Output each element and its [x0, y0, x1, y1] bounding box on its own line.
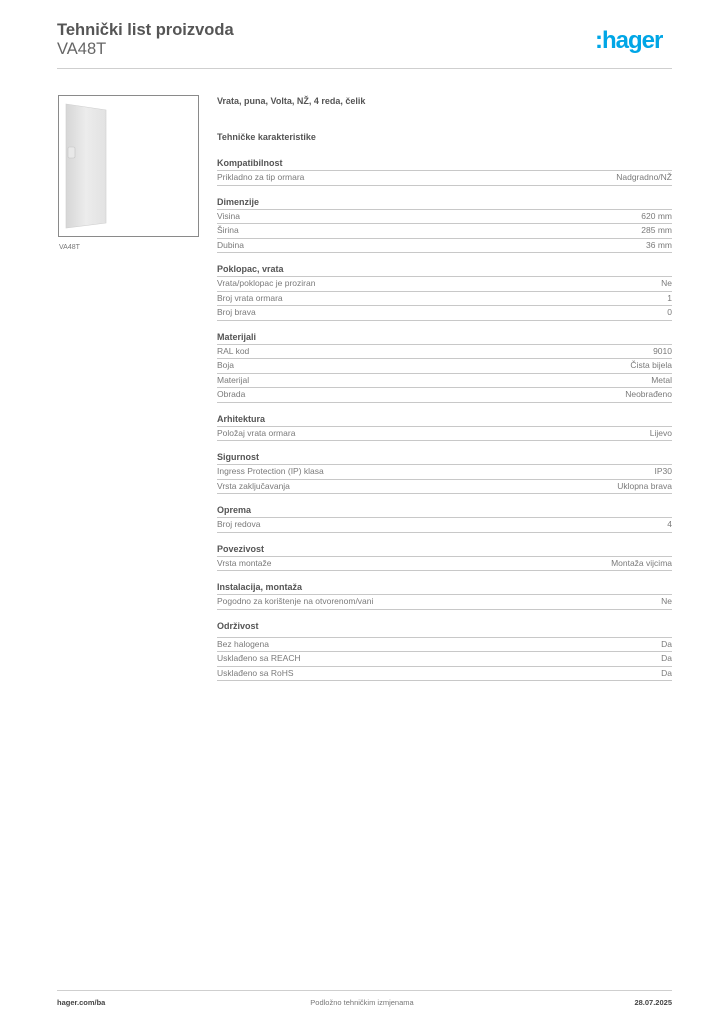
door-panel-image [65, 103, 107, 229]
spec-label: Broj redova [217, 519, 261, 529]
spec-label: Obrada [217, 389, 246, 399]
spec-value: 4 [667, 519, 672, 529]
spec-value: Da [661, 638, 672, 649]
spec-row: Broj redova 4 [217, 518, 672, 533]
spec-row: Bez halogena Da [217, 638, 672, 652]
section-heading: Tehničke karakteristike [217, 132, 316, 142]
group-dimenzije: Dimenzije Visina 620 mm Širina 285 mm Dubi… [217, 196, 672, 253]
spec-row: Položaj vrata ormara Lijevo [217, 427, 672, 441]
spec-row: Vrsta zaključavanja Uklopna brava [217, 480, 672, 494]
spec-label: Vrata/poklopac je proziran [217, 278, 316, 288]
spec-value: 285 mm [641, 225, 672, 235]
spec-value: Uklopna brava [617, 480, 672, 491]
group-title: Poklopac, vrata [217, 263, 672, 277]
image-caption: VA48T [59, 244, 80, 251]
spec-label: Širina [217, 225, 239, 235]
group-title: Materijali [217, 331, 672, 345]
footer-notice: Podložno tehničkim izmjenama [310, 998, 414, 1007]
spec-value: Čista bijela [630, 360, 672, 370]
spec-value: Da [661, 667, 672, 678]
spec-value: 9010 [653, 345, 672, 356]
group-poklopac-vrata: Poklopac, vrata Vrata/poklopac je prozir… [217, 263, 672, 321]
spec-row: Dubina 36 mm [217, 239, 672, 253]
spec-row: Ingress Protection (IP) klasa IP30 [217, 465, 672, 480]
spec-label: Usklađeno sa REACH [217, 653, 301, 663]
spec-value: Ne [661, 278, 672, 288]
spec-label: Broj brava [217, 307, 256, 317]
spec-label: RAL kod [217, 345, 250, 356]
group-title: Instalacija, montaža [217, 581, 672, 595]
group-instalacija-montaza: Instalacija, montaža Pogodno za korišten… [217, 581, 672, 610]
group-title: Kompatibilnost [217, 157, 672, 171]
spec-row: Širina 285 mm [217, 224, 672, 239]
footer-website-link[interactable]: hager.com/ba [57, 998, 106, 1007]
spec-value: 620 mm [641, 210, 672, 221]
spec-label: Vrsta montaže [217, 557, 272, 568]
spec-label: Položaj vrata ormara [217, 427, 296, 438]
spec-label: Broj vrata ormara [217, 292, 283, 303]
spec-label: Boja [217, 360, 235, 370]
spec-value: 1 [667, 292, 672, 303]
group-arhitektura: Arhitektura Položaj vrata ormara Lijevo [217, 413, 672, 441]
group-oprema: Oprema Broj redova 4 [217, 504, 672, 533]
spec-row: Vrata/poklopac je proziran Ne [217, 277, 672, 292]
spec-row: RAL kod 9010 [217, 345, 672, 359]
spec-row: Vrsta montaže Montaža vijcima [217, 557, 672, 571]
spec-row: Visina 620 mm [217, 210, 672, 224]
group-title: Dimenzije [217, 196, 672, 210]
document-title: Tehnički list proizvoda [57, 21, 234, 39]
spec-value: Metal [651, 374, 672, 385]
product-description: Vrata, puna, Volta, NŽ, 4 reda, čelik [217, 96, 366, 106]
spec-row: Usklađeno sa REACH Da [217, 652, 672, 667]
footer-date: 28.07.2025 [634, 998, 672, 1007]
group-title: Arhitektura [217, 413, 672, 427]
spec-value: Ne [661, 596, 672, 606]
group-title: Sigurnost [217, 451, 672, 465]
group-povezivost: Povezivost Vrsta montaže Montaža vijcima [217, 543, 672, 571]
group-title: Povezivost [217, 543, 672, 557]
group-title: Održivost [217, 620, 672, 638]
spec-value: Da [661, 653, 672, 663]
spec-value: 36 mm [646, 239, 672, 250]
spec-label: Materijal [217, 374, 250, 385]
spec-row: Broj brava 0 [217, 306, 672, 321]
spec-value: Neobrađeno [625, 389, 672, 399]
spec-label: Pogodno za korištenje na otvorenom/vani [217, 596, 374, 606]
spec-label: Prikladno za tip ormara [217, 172, 305, 182]
spec-row: Materijal Metal [217, 374, 672, 388]
spec-row: Boja Čista bijela [217, 359, 672, 374]
spec-row: Pogodno za korištenje na otvorenom/vani N… [217, 595, 672, 610]
spec-content: Vrata, puna, Volta, NŽ, 4 reda, čelik Te… [217, 95, 672, 691]
hager-logo: :hager [595, 27, 663, 54]
spec-value: 0 [667, 307, 672, 317]
spec-row: Obrada Neobrađeno [217, 388, 672, 403]
spec-label: Bez halogena [217, 638, 269, 649]
header-divider [57, 68, 672, 69]
group-kompatibilnost: Kompatibilnost Prikladno za tip ormara Na… [217, 157, 672, 186]
spec-value: IP30 [654, 466, 673, 476]
spec-label: Vrsta zaključavanja [217, 480, 290, 491]
spec-label: Usklađeno sa RoHS [217, 667, 294, 678]
spec-row: Usklađeno sa RoHS Da [217, 667, 672, 681]
product-code: VA48T [57, 40, 107, 58]
product-image-frame [58, 95, 199, 237]
spec-label: Dubina [217, 239, 244, 250]
spec-row: Prikladno za tip ormara Nadgradno/NŽ [217, 171, 672, 186]
spec-value: Nadgradno/NŽ [616, 172, 672, 182]
spec-value: Lijevo [649, 427, 672, 438]
footer-divider [57, 990, 672, 991]
spec-value: Montaža vijcima [611, 557, 672, 568]
spec-label: Ingress Protection (IP) klasa [217, 466, 324, 476]
spec-row: Broj vrata ormara 1 [217, 292, 672, 306]
group-title: Oprema [217, 504, 672, 518]
spec-label: Visina [217, 210, 240, 221]
